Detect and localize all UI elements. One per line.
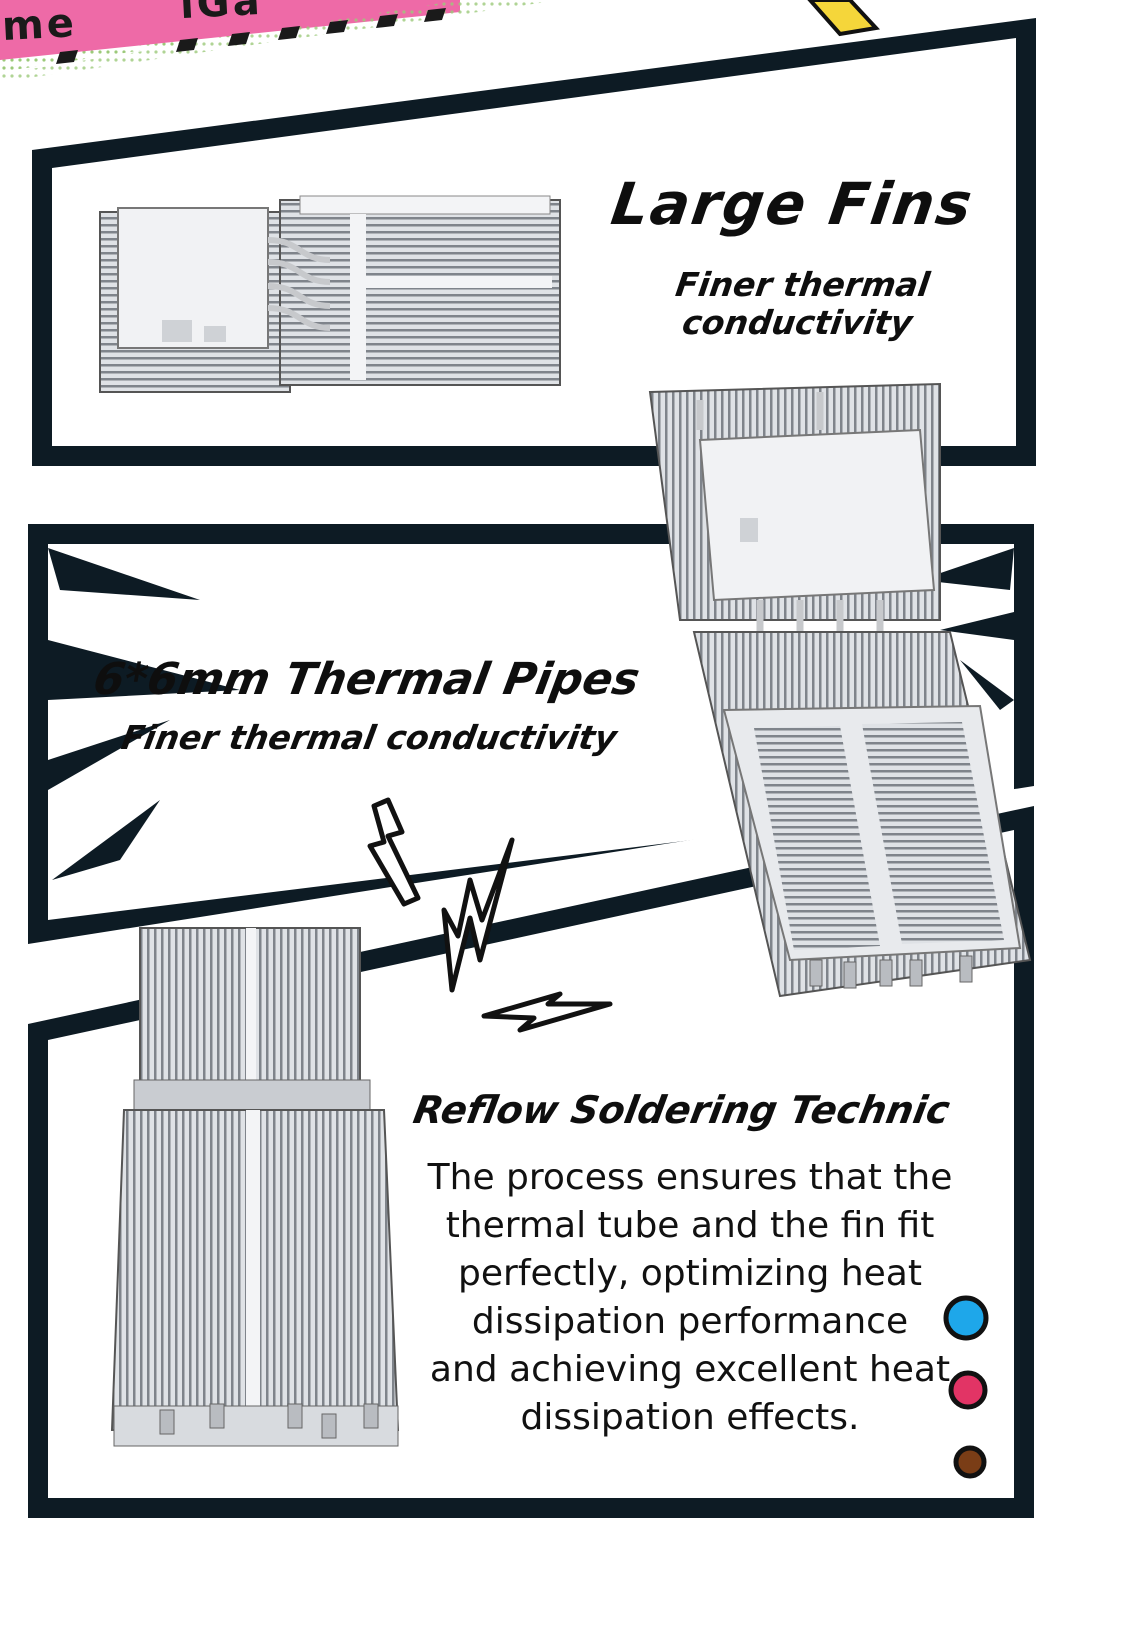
- large-fins-subtitle-line2: conductivity: [679, 303, 915, 342]
- heatsink-thermal-pipes: [648, 382, 1032, 998]
- large-fins-title: Large Fins: [607, 170, 978, 238]
- thermal-pipes-title: 6*6mm Thermal Pipes: [89, 654, 644, 705]
- thermal-pipes-subtitle: Finer thermal conductivity: [118, 718, 620, 757]
- reflow-title: Reflow Soldering Technic: [410, 1088, 954, 1132]
- large-fins-subtitle-line1: Finer thermal: [673, 265, 933, 304]
- reflow-description: The process ensures that the thermal tub…: [420, 1154, 960, 1442]
- reflow-line-4: dissipation performance: [471, 1301, 909, 1342]
- yellow-accent: [807, 0, 880, 37]
- reflow-line-6: dissipation effects.: [520, 1397, 860, 1438]
- color-dots: [943, 1295, 989, 1479]
- lightning-bolts: [367, 797, 613, 1033]
- large-fins-subtitle: Finer thermal conductivity: [655, 265, 946, 342]
- banner-text-right: iGa: [178, 0, 264, 29]
- reflow-line-5: and achieving excellent heat: [429, 1349, 951, 1390]
- heatsink-reflow: [110, 927, 400, 1447]
- reflow-line-1: The process ensures that the: [427, 1157, 953, 1198]
- heatsink-large-fins: [99, 195, 561, 393]
- banner-text-left: me: [0, 0, 78, 50]
- reflow-line-2: thermal tube and the fin fit: [445, 1205, 935, 1246]
- reflow-line-3: perfectly, optimizing heat: [458, 1253, 922, 1294]
- top-banner: [0, 0, 560, 82]
